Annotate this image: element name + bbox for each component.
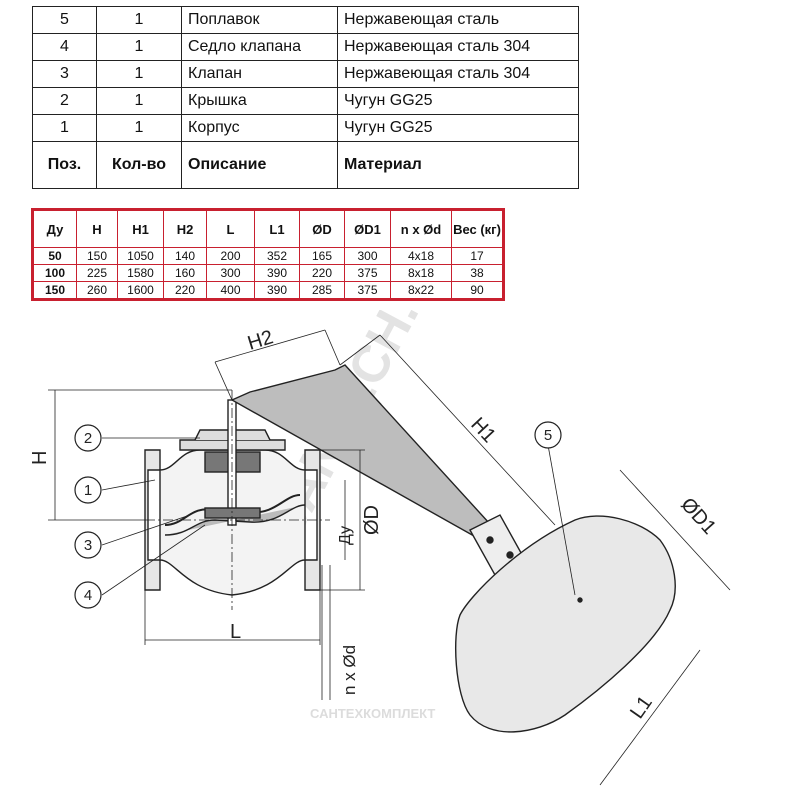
table-row: 4 1 Седло клапана Нержавеющая сталь 304: [32, 33, 579, 61]
dim-cell: 50: [33, 247, 77, 265]
qty-cell: 1: [96, 6, 182, 34]
dim-header-cell: ØD1: [344, 210, 391, 248]
dim-cell: 17: [451, 247, 503, 265]
material-cell: Чугун GG25: [337, 114, 579, 142]
table-row: 1 1 Корпус Чугун GG25: [32, 114, 579, 142]
dim-cell: 260: [76, 281, 118, 299]
dim-cell: 8x18: [390, 264, 452, 282]
dim-header-cell: Вес (кг): [451, 210, 503, 248]
dim-cell: 1580: [117, 264, 164, 282]
dim-header-cell: L: [206, 210, 255, 248]
dim-cell: 220: [163, 281, 207, 299]
callout-1: 1: [84, 482, 92, 499]
dim-header-cell: Ду: [33, 210, 77, 248]
dimension-lines: [48, 329, 731, 786]
table-row: 3 1 Клапан Нержавеющая сталь 304: [32, 60, 579, 88]
table-row: 2 1 Крышка Чугун GG25: [32, 87, 579, 115]
label-L1: L1: [626, 692, 657, 723]
label-nxd: n x Ød: [340, 645, 359, 695]
dim-cell: 220: [299, 264, 345, 282]
header-desc: Описание: [181, 141, 338, 189]
table-row: 5 1 Поплавок Нержавеющая сталь: [32, 6, 579, 34]
parts-table: 5 1 Поплавок Нержавеющая сталь 4 1 Седло…: [32, 6, 579, 189]
dim-cell: 300: [344, 247, 391, 265]
pos-cell: 3: [32, 60, 97, 88]
dim-cell: 160: [163, 264, 207, 282]
dim-cell: 225: [76, 264, 118, 282]
callout-leaders: [101, 437, 576, 596]
label-Du: Ду: [337, 526, 354, 545]
callout-5: 5: [544, 427, 552, 444]
watermark-bottom: САНТЕХКОМПЛЕКТ: [310, 706, 435, 721]
material-cell: Чугун GG25: [337, 87, 579, 115]
dim-cell: 390: [254, 281, 300, 299]
valve-body: [144, 390, 330, 610]
dim-header-cell: L1: [254, 210, 300, 248]
pos-cell: 4: [32, 33, 97, 61]
label-D: ØD: [361, 505, 383, 535]
pos-cell: 1: [32, 114, 97, 142]
dim-cell: 4x18: [390, 247, 452, 265]
dim-header-cell: ØD: [299, 210, 345, 248]
dim-cell: 400: [206, 281, 255, 299]
dim-header-cell: H1: [117, 210, 164, 248]
desc-cell: Крышка: [181, 87, 338, 115]
label-D1: ØD1: [676, 494, 720, 539]
dim-cell: 390: [254, 264, 300, 282]
desc-cell: Корпус: [181, 114, 338, 142]
qty-cell: 1: [96, 60, 182, 88]
callout-3: 3: [84, 537, 92, 554]
dim-cell: 150: [76, 247, 118, 265]
dim-header-cell: H2: [163, 210, 207, 248]
label-H2: H2: [245, 326, 276, 355]
callouts: [74, 421, 562, 609]
dim-cell: 352: [254, 247, 300, 265]
dim-cell: 100: [33, 264, 77, 282]
dim-cell: 165: [299, 247, 345, 265]
dim-cell: 285: [299, 281, 345, 299]
desc-cell: Клапан: [181, 60, 338, 88]
label-H1: H1: [466, 413, 500, 447]
header-pos: Поз.: [32, 141, 97, 189]
qty-cell: 1: [96, 33, 182, 61]
qty-cell: 1: [96, 87, 182, 115]
dim-cell: 8x22: [390, 281, 452, 299]
dim-cell: 140: [163, 247, 207, 265]
header-qty: Кол-во: [96, 141, 182, 189]
label-L: L: [230, 621, 241, 643]
pos-cell: 5: [32, 6, 97, 34]
dim-cell: 200: [206, 247, 255, 265]
label-H: H: [29, 451, 51, 465]
dim-cell: 1050: [117, 247, 164, 265]
table-header-row: Поз. Кол-во Описание Материал: [32, 141, 579, 189]
float: [454, 515, 676, 733]
material-cell: Нержавеющая сталь: [337, 6, 579, 34]
header-material: Материал: [337, 141, 579, 189]
dim-header-cell: H: [76, 210, 118, 248]
dim-cell: 375: [344, 264, 391, 282]
dim-cell: 1600: [117, 281, 164, 299]
dim-header-cell: n x Ød: [390, 210, 452, 248]
desc-cell: Седло клапана: [181, 33, 338, 61]
qty-cell: 1: [96, 114, 182, 142]
dim-cell: 38: [451, 264, 503, 282]
dim-cell: 375: [344, 281, 391, 299]
valve-drawing: SANTECH.RU САНТЕХКОМПЛЕКТ: [29, 310, 731, 786]
dim-cell: 90: [451, 281, 503, 299]
material-cell: Нержавеющая сталь 304: [337, 33, 579, 61]
desc-cell: Поплавок: [181, 6, 338, 34]
callout-2: 2: [84, 430, 92, 447]
dim-cell: 150: [33, 281, 77, 299]
pos-cell: 2: [32, 87, 97, 115]
material-cell: Нержавеющая сталь 304: [337, 60, 579, 88]
callout-4: 4: [84, 587, 92, 604]
dim-cell: 300: [206, 264, 255, 282]
